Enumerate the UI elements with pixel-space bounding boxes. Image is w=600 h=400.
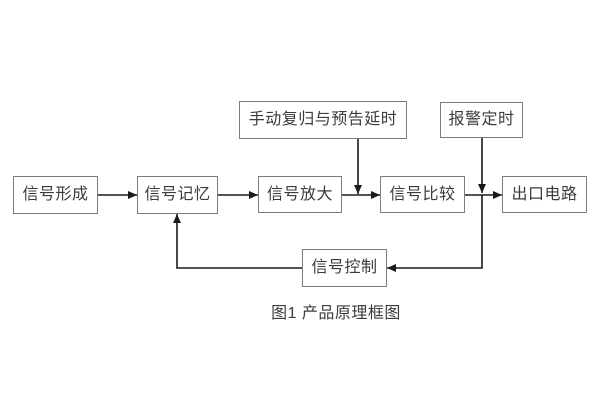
- node-signal-amplification-label: 信号放大: [266, 185, 333, 203]
- node-signal-formation: 信号形成: [13, 176, 98, 214]
- node-signal-control-label: 信号控制: [311, 259, 378, 276]
- node-outlet-circuit-label: 出口电路: [511, 185, 578, 203]
- figure-caption: 图1 产品原理框图: [271, 305, 401, 322]
- node-signal-memory: 信号记忆: [137, 176, 218, 214]
- node-signal-control: 信号控制: [302, 249, 387, 287]
- arrow-junction-to-control: [387, 195, 483, 272]
- node-manual-reset-delay-label: 手动复归与预告延时: [248, 111, 398, 128]
- node-signal-amplification: 信号放大: [258, 176, 342, 213]
- arrow-control-to-memory: [173, 214, 302, 269]
- node-manual-reset-delay: 手动复归与预告延时: [239, 101, 407, 139]
- node-signal-comparison-label: 信号比较: [389, 185, 456, 203]
- node-alarm-timing-label: 报警定时: [448, 111, 515, 128]
- node-alarm-timing: 报警定时: [440, 102, 523, 138]
- node-outlet-circuit: 出口电路: [502, 176, 587, 213]
- node-signal-formation-label: 信号形成: [22, 186, 89, 203]
- node-signal-comparison: 信号比较: [380, 176, 465, 213]
- node-signal-memory-label: 信号记忆: [144, 186, 211, 203]
